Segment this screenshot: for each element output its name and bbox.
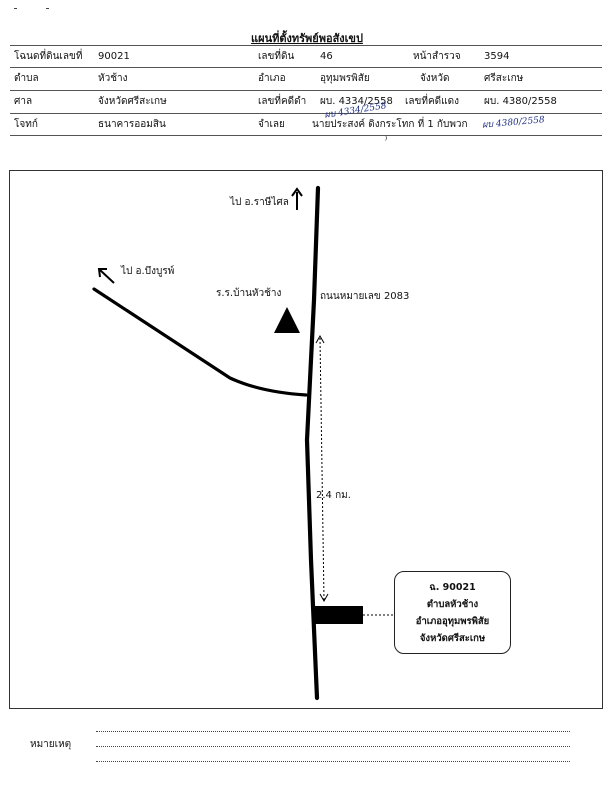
survey-page-label: หน้าสำรวจ [413,51,461,62]
map-frame [9,170,603,709]
distance-dimension [315,334,329,603]
red-case-value: ผบ. 4380/2558 [484,96,557,107]
label-road-number: ถนนหมายเลข 2083 [320,291,410,302]
tambon-value: หัวช้าง [98,73,128,84]
remarks-line [96,761,570,762]
branch-road [92,287,308,397]
land-number-value: 46 [320,51,333,62]
table-row-line [10,90,602,91]
defendant-value: นายประสงค์ ดิงกระโทก ที่ 1 กับพวก [312,119,468,130]
amphoe-value: อุทุมพรพิสัย [320,73,370,84]
arrow-north-icon [291,187,303,210]
table-bottom-line [10,135,602,136]
table-row-line [10,113,602,114]
arrow-northwest-icon [97,268,115,284]
label-to-rasi-salai: ไป อ.ราษีไศล [230,197,289,208]
remarks-line [96,731,570,732]
pen-mark [382,135,387,141]
black-case-label: เลขที่คดีดำ [258,96,307,107]
school-triangle-icon [274,307,300,333]
table-row-line [10,67,602,68]
court-label: ศาล [14,96,33,107]
deed-number-label: โฉนดที่ดินเลขที่ [14,51,83,62]
deed-number-value: 90021 [98,51,130,62]
remarks-line [96,746,570,747]
label-to-bueng-bun: ไป อ.บึงบูรพ์ [121,266,175,277]
land-number-label: เลขที่ดิน [258,51,295,62]
parcel-tambon: ตำบลหัวช้าง [426,599,479,610]
parcel-info-box: ฉ. 90021 ตำบลหัวช้าง อำเภออุทุมพรพิสัย จ… [394,571,511,654]
defendant-label: จำเลย [258,119,285,130]
court-value: จังหวัดศรีสะเกษ [98,96,167,107]
survey-page-value: 3594 [484,51,510,62]
tambon-label: ตำบล [14,73,39,84]
table-top-line [10,45,602,46]
parcel-deed: ฉ. 90021 [429,582,476,593]
plaintiff-value: ธนาคารออมสิน [98,119,166,130]
parcel-marker [315,606,363,624]
main-road [304,185,321,701]
amphoe-label: อำเภอ [258,73,286,84]
black-case-value: ผบ. 4334/2558 [320,96,393,107]
remarks-label: หมายเหตุ [30,739,72,750]
province-label: จังหวัด [420,73,450,84]
parcel-province: จังหวัดศรีสะเกษ [419,633,486,644]
plaintiff-label: โจทก์ [14,119,38,130]
page-title: แผนที่ตั้งทรัพย์พอสังเขป [251,32,363,45]
scan-speck [46,8,49,9]
parcel-amphoe: อำเภออุทุมพรพิสัย [415,616,490,627]
red-case-label: เลขที่คดีแดง [405,96,459,107]
label-school: ร.ร.บ้านหัวช้าง [216,288,282,299]
scan-speck [14,8,17,9]
label-distance: 2.4 กม. [316,490,351,501]
province-value: ศรีสะเกษ [484,73,524,84]
